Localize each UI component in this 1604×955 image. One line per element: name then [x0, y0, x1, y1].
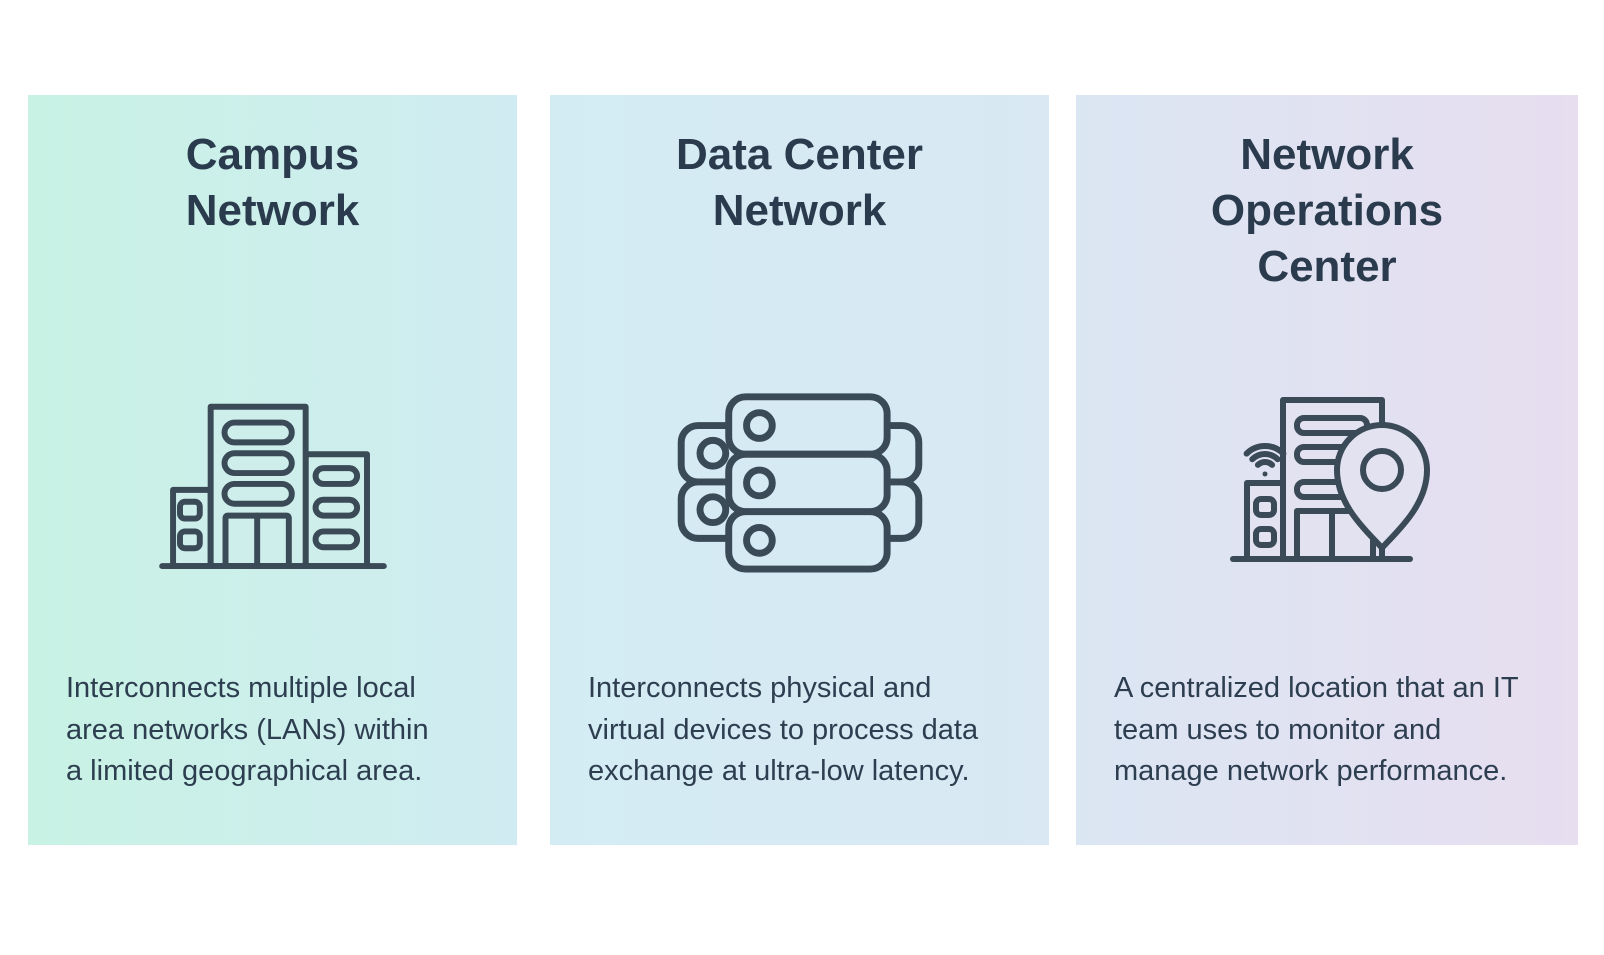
description-line: A centralized location that an IT [1114, 671, 1519, 704]
description-line: Interconnects physical and [588, 671, 932, 704]
server-stack-icon [550, 375, 1049, 580]
description-line: area networks (LANs) within [66, 713, 429, 746]
title-line: Network [185, 185, 360, 235]
campus-buildings-icon [28, 375, 517, 580]
card-title-network-operations-center: Network Operations Center [1076, 95, 1578, 295]
card-description-data-center-network: Interconnects physical and virtual devic… [550, 668, 1049, 793]
card-description-campus-network: Interconnects multiple local area networ… [28, 668, 517, 793]
description-line: team uses to monitor and [1114, 713, 1442, 746]
card-campus-network: Campus Network Interconnects [28, 95, 517, 845]
card-description-network-operations-center: A centralized location that an IT team u… [1076, 668, 1578, 793]
card-network-operations-center: Network Operations Center [1076, 95, 1578, 845]
title-line: Network [1240, 130, 1414, 179]
title-line: Center [1257, 241, 1397, 291]
description-line: virtual devices to process data [588, 713, 979, 746]
description-line: a limited geographical area. [66, 755, 423, 788]
card-data-center-network: Data Center Network Interconnects physic… [550, 95, 1049, 845]
description-line: Interconnects multiple local [66, 671, 416, 704]
description-line: manage network performance. [1114, 755, 1508, 788]
card-title-campus-network: Campus Network [28, 95, 517, 239]
title-line: Data Center [676, 130, 923, 179]
description-line: exchange at ultra-low latency. [588, 755, 970, 788]
card-title-data-center-network: Data Center Network [550, 95, 1049, 239]
title-line: Campus [185, 130, 360, 179]
building-location-pin-icon [1076, 375, 1578, 580]
title-line: Operations [1210, 185, 1444, 235]
title-line: Network [712, 185, 887, 235]
info-cards-row: Campus Network Interconnects [28, 95, 1578, 845]
